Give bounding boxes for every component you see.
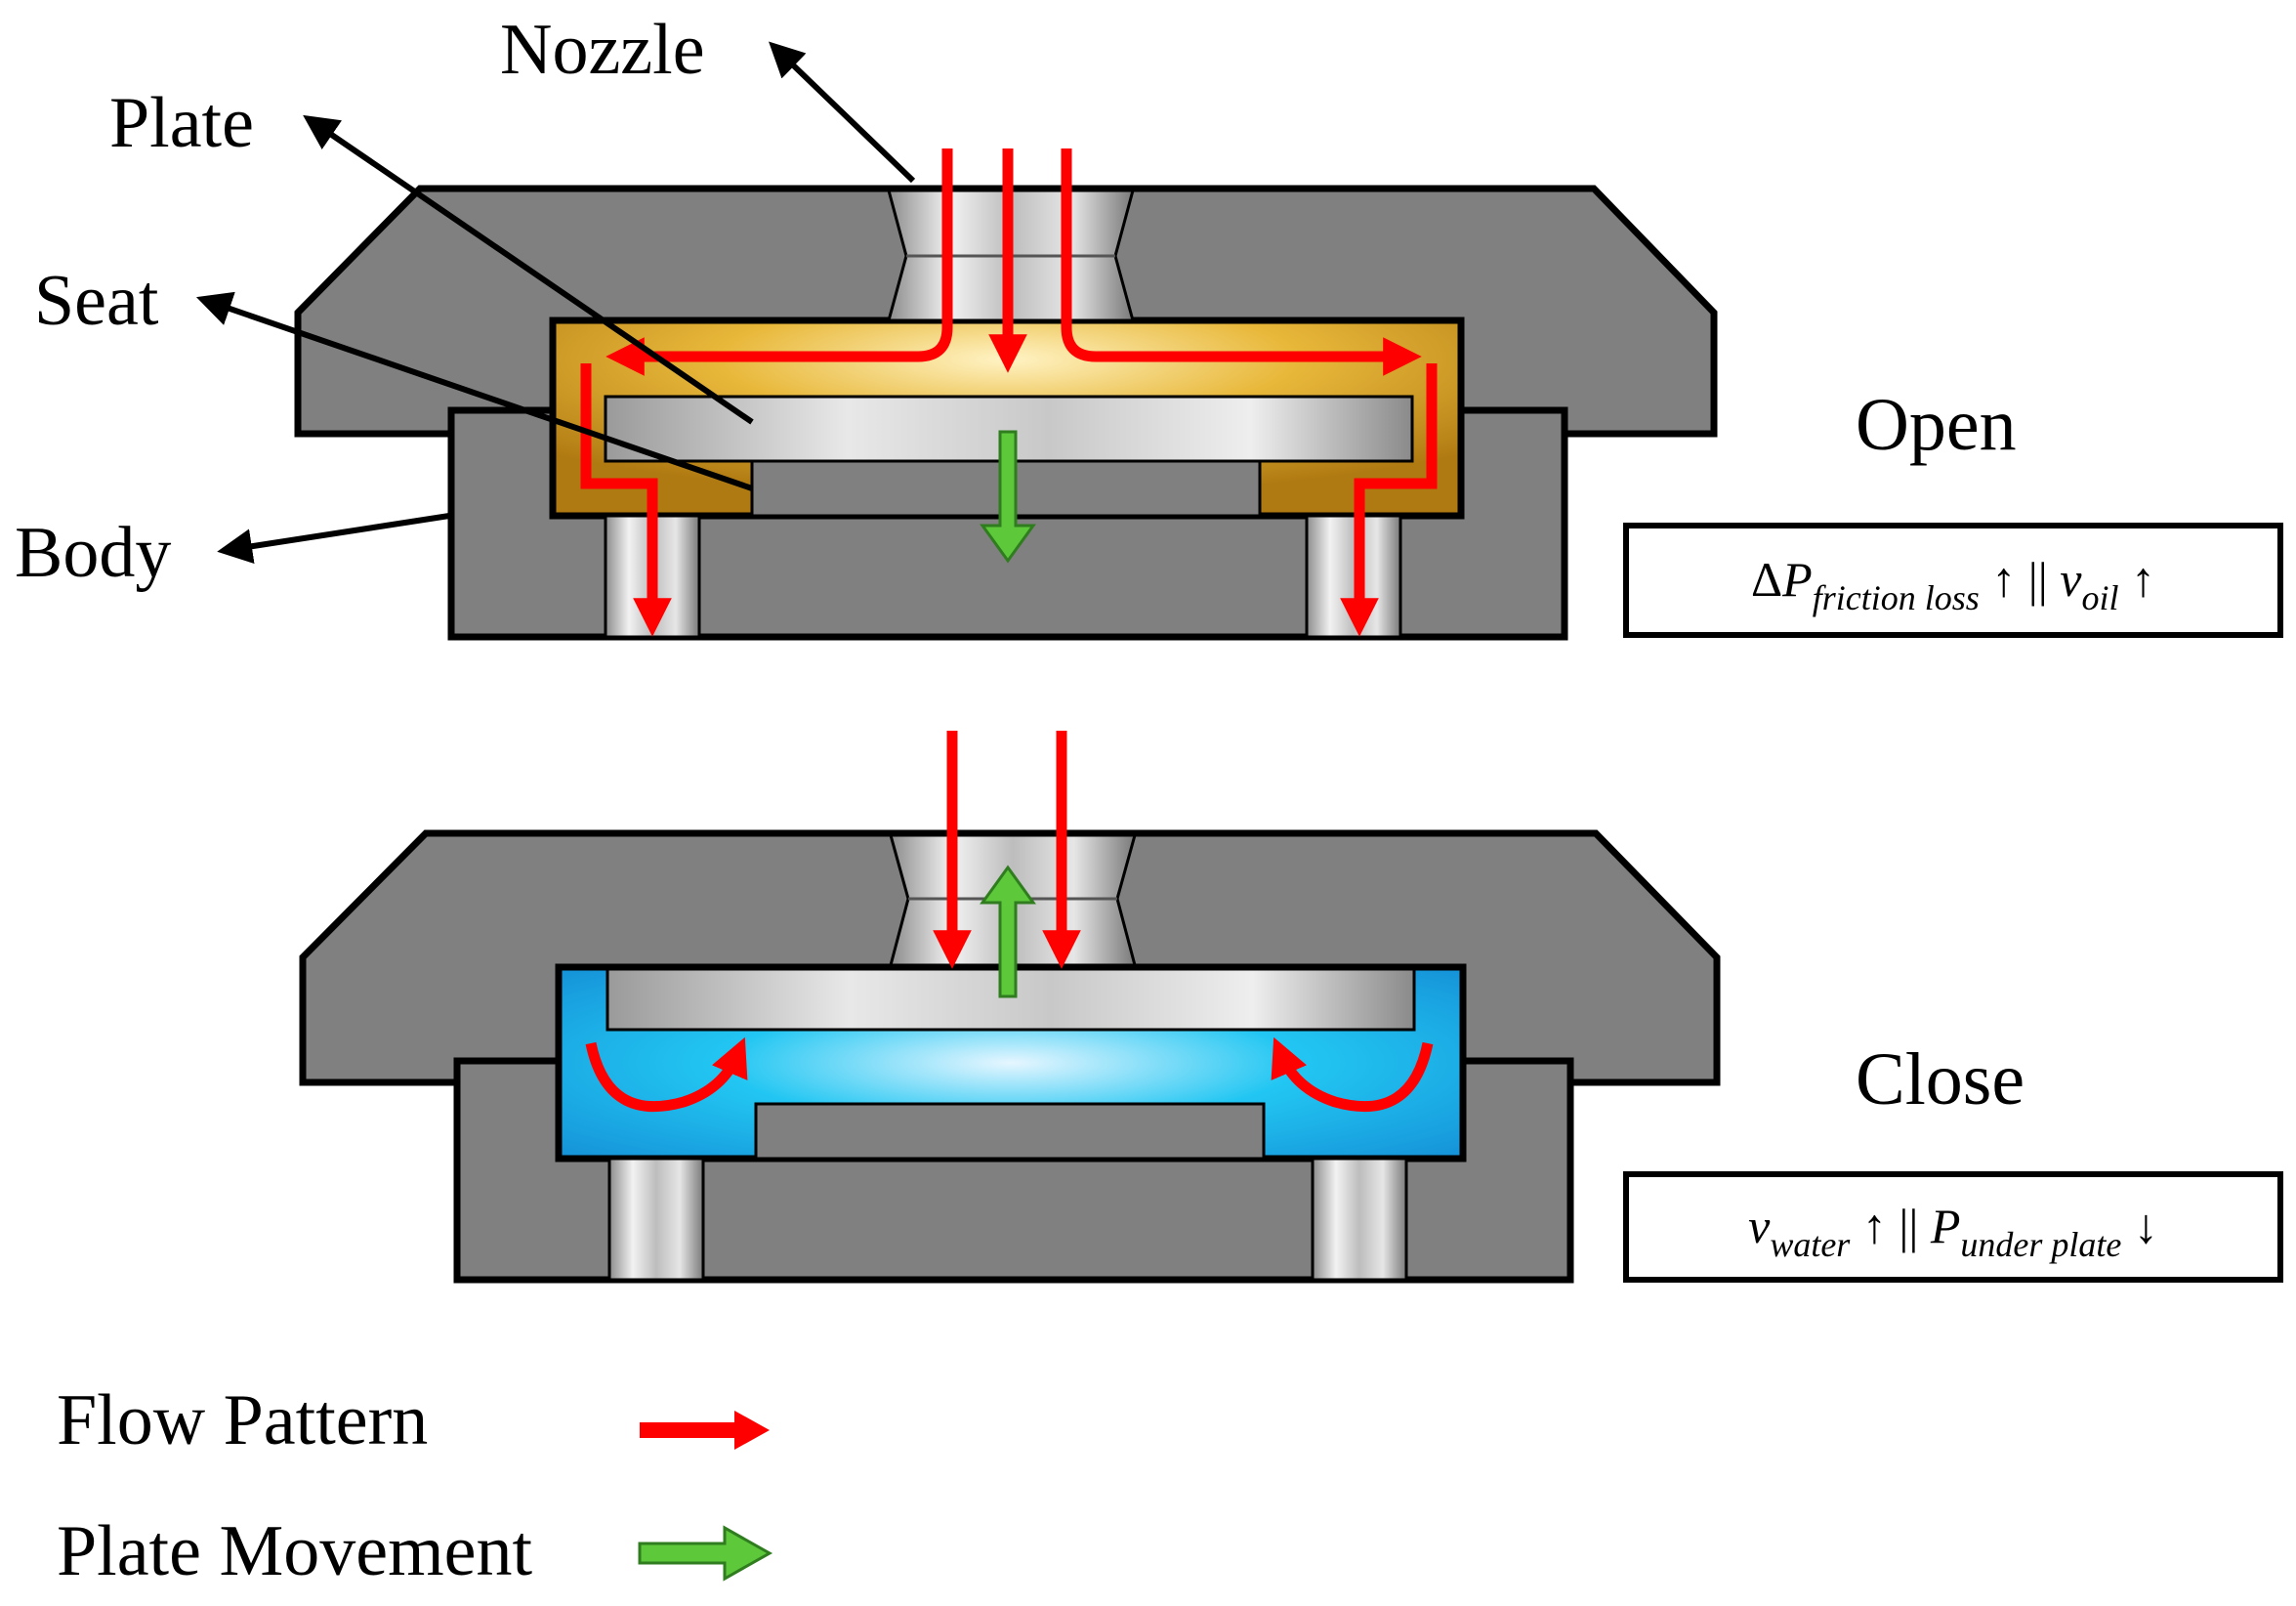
label-seat: Seat [34,261,159,341]
callout-leaders [195,41,916,565]
flow-arrows-open [580,148,1438,637]
legend-movement-label: Plate Movement [57,1511,533,1591]
open-valve [294,148,1718,641]
legend-flow-arrow [640,1411,770,1450]
state-close: Close [1856,1038,2025,1120]
flow-arrow-right-vortex [1271,1036,1434,1113]
legend: Flow Pattern Plate Movement [57,1380,773,1591]
plate-movement-arrow-down [980,430,1036,564]
outlet-port-right [1311,1157,1408,1282]
equation-open: ΔPfriction loss ↑ || voil ↑ [1751,552,2155,617]
flow-arrows-close [585,731,1434,1113]
flow-arrow-left-branch [605,148,953,376]
outlet-port-left [607,1157,705,1282]
leader-body [217,513,450,565]
equation-box-open [1623,523,2283,638]
label-plate: Plate [109,83,254,163]
seat-center [754,1102,1266,1161]
flow-arrow-left-vortex [585,1036,748,1113]
state-open: Open [1856,384,2017,466]
flow-arrow-right-branch [1061,148,1422,376]
legend-movement-arrow [638,1525,773,1582]
closed-valve [299,731,1721,1284]
equation-box-close [1623,1171,2283,1283]
outlet-port-right [1305,514,1402,639]
leader-nozzle [769,41,916,184]
label-nozzle: Nozzle [500,10,705,90]
leader-seat [195,291,753,491]
equation-close: vwater ↑ || Punder plate ↓ [1748,1199,2158,1264]
leader-plate [303,114,754,425]
flow-arrow-right-outlet [1340,363,1438,637]
label-body: Body [15,513,171,593]
legend-flow-label: Flow Pattern [57,1380,428,1460]
flow-arrow-left-outlet [580,363,672,637]
plate-movement-arrow-up [980,865,1036,998]
